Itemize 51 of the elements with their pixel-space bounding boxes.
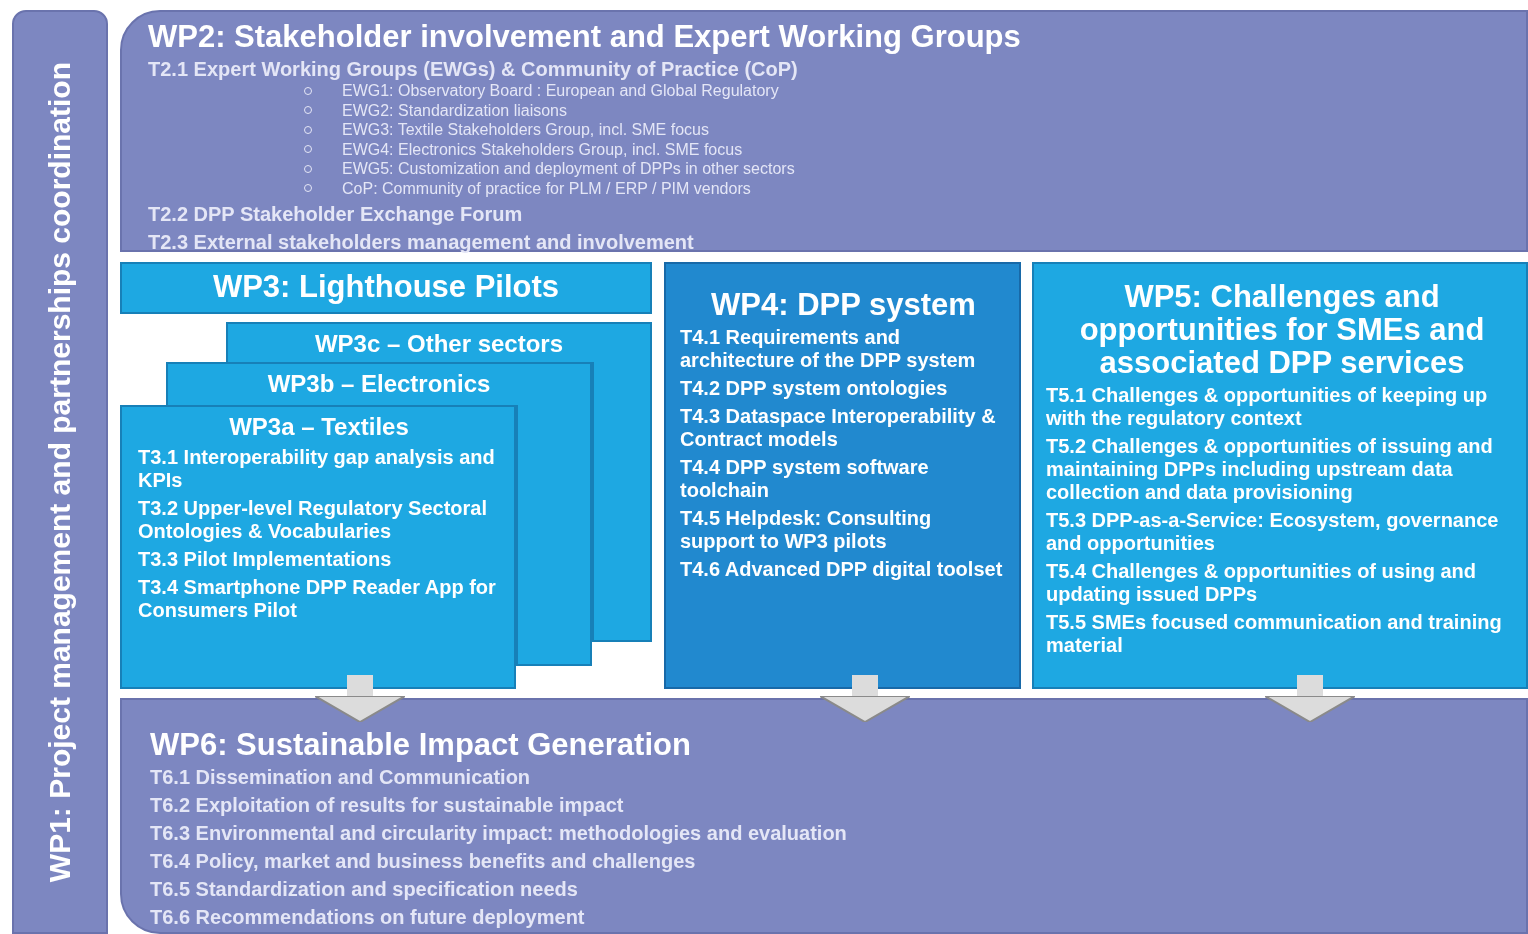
panel-title: WP2: Stakeholder involvement and Expert Working Groups	[148, 20, 1022, 53]
task-text: T4.1 Requirements and architecture of the DPP system	[680, 326, 977, 372]
task-text: T4.4 DPP system software toolchain	[680, 456, 930, 502]
panel-title: WP3a – Textiles	[228, 413, 410, 441]
task-text: T2.2 DPP Stakeholder Exchange Forum	[148, 203, 524, 226]
panel-title: WP5: Challenges and opportunities for SMEs and associated DPP services	[1078, 280, 1486, 379]
task-text: T5.2 Challenges & opportunities of issuing and maintaining DPPs including upstream data collection and data provisioning	[1046, 435, 1494, 504]
bullet-item: EWG1: Observatory Board : European and Global Regulatory	[342, 81, 779, 101]
task-text: T5.4 Challenges & opportunities of using and updating issued DPPs	[1046, 560, 1478, 606]
block-arrow	[314, 675, 406, 723]
panel-title: WP1: Project management and partnerships coordination	[42, 61, 77, 883]
task-text: T4.3 Dataspace Interoperability & Contract models	[680, 405, 997, 451]
task-text: T5.5 SMEs focused communication and training material	[1046, 611, 1503, 657]
bullet-item: EWG3: Textile Stakeholders Group, incl. SME focus	[342, 120, 709, 140]
work-package-panel	[226, 322, 652, 362]
task-text: T3.2 Upper-level Regulatory Sectoral Ontologies & Vocabularies	[138, 497, 488, 543]
task-text: T2.1 Expert Working Groups (EWGs) & Community of Practice (CoP)	[148, 58, 799, 81]
task-text: T6.1 Dissemination and Communication	[150, 766, 532, 789]
task-text: T5.1 Challenges & opportunities of keeping up with the regulatory context	[1046, 384, 1489, 430]
panel-title: WP6: Sustainable Impact Generation	[150, 728, 692, 761]
task-text: T3.1 Interoperability gap analysis and KPIs	[138, 446, 496, 492]
task-text: T4.5 Helpdesk: Consulting support to WP3 pilots	[680, 507, 933, 553]
panel-title: WP4: DPP system	[710, 288, 977, 321]
task-text: T6.5 Standardization and specification needs	[150, 878, 579, 901]
bullet-item: EWG5: Customization and deployment of DPPs in other sectors	[342, 159, 795, 179]
work-package-panel	[664, 262, 1021, 689]
task-text: T6.3 Environmental and circularity impact: methodologies and evaluation	[150, 822, 848, 845]
task-text: T6.6 Recommendations on future deployment	[150, 906, 586, 929]
panel-title: WP3: Lighthouse Pilots	[211, 270, 561, 303]
work-package-panel	[120, 10, 1528, 252]
task-text: T5.3 DPP-as-a-Service: Ecosystem, governance and opportunities	[1046, 509, 1500, 555]
bullet-item: EWG2: Standardization liaisons	[342, 100, 567, 120]
block-arrow	[819, 675, 911, 723]
task-text: T6.4 Policy, market and business benefits and challenges	[150, 850, 697, 873]
task-text: T2.3 External stakeholders management and involvement	[148, 231, 695, 254]
task-text: T6.2 Exploitation of results for sustainable impact	[150, 794, 625, 817]
task-text: T4.2 DPP system ontologies	[680, 377, 949, 400]
work-package-panel	[1032, 262, 1528, 689]
bullet-item: CoP: Community of practice for PLM / ERP / PIM vendors	[342, 178, 751, 198]
panel-title: WP3c – Other sectors	[313, 330, 565, 358]
bullet-item: EWG4: Electronics Stakeholders Group, incl. SME focus	[342, 139, 743, 159]
work-package-panel	[120, 698, 1528, 934]
work-package-panel	[12, 10, 108, 934]
work-package-panel	[166, 362, 592, 405]
task-text: T3.3 Pilot Implementations	[138, 548, 393, 571]
block-arrow	[1264, 675, 1356, 723]
task-text: T4.6 Advanced DPP digital toolset	[680, 558, 1004, 581]
task-text: T3.4 Smartphone DPP Reader App for Consumers Pilot	[138, 576, 497, 622]
work-package-panel	[120, 262, 652, 314]
panel-title: WP3b – Electronics	[266, 370, 492, 398]
work-package-panel	[120, 405, 516, 689]
